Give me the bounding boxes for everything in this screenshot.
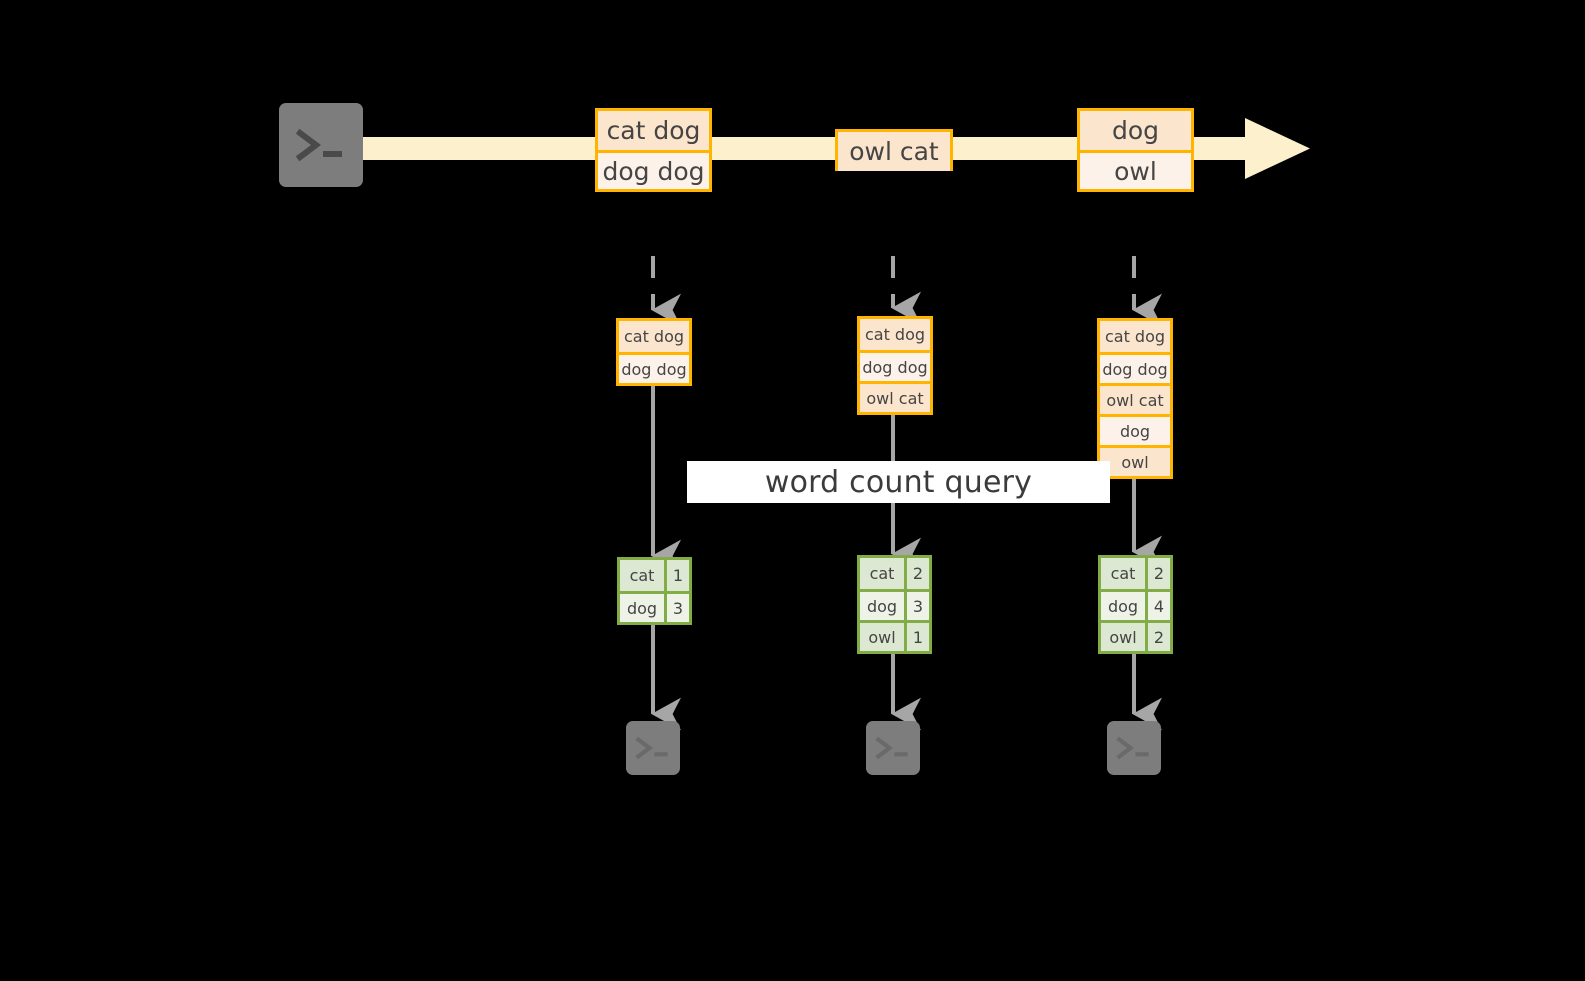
event-line: dog [1080, 111, 1191, 150]
count-cell: 1 [904, 623, 929, 651]
terminal-prompt-icon [635, 736, 668, 760]
word-count-query-banner: word count query [687, 461, 1110, 503]
word-cell: cat [1101, 558, 1145, 589]
source-terminal[interactable] [272, 96, 370, 194]
accumulated-line: cat dog [1100, 321, 1170, 352]
sink-terminal-t1[interactable] [619, 714, 687, 782]
count-table-t2[interactable]: cat 2 dog 3 owl 1 [857, 555, 932, 654]
count-cell: 2 [1145, 623, 1170, 651]
banner-label: word count query [764, 464, 1033, 500]
table-row: dog 3 [620, 591, 689, 622]
terminal-screen [866, 721, 920, 775]
accumulated-line: owl cat [1100, 383, 1170, 414]
accumulated-line: owl cat [860, 381, 930, 412]
sink-terminal-t3[interactable] [1100, 714, 1168, 782]
count-cell: 2 [1145, 558, 1170, 589]
count-cell: 3 [904, 592, 929, 620]
word-cell: cat [620, 560, 664, 591]
word-cell: dog [620, 594, 664, 622]
terminal-screen [1107, 721, 1161, 775]
terminal-prompt-icon [875, 736, 908, 760]
table-row: owl 2 [1101, 620, 1170, 651]
event-line: cat dog [598, 111, 709, 150]
word-cell: dog [860, 592, 904, 620]
accumulated-events-t2[interactable]: cat dog dog dog owl cat [857, 316, 933, 415]
stream-event-1[interactable]: cat dog dog dog [595, 108, 712, 192]
count-cell: 3 [664, 594, 689, 622]
count-table-t3[interactable]: cat 2 dog 4 owl 2 [1098, 555, 1173, 654]
count-cell: 1 [664, 560, 689, 591]
accumulated-line: dog dog [619, 352, 689, 383]
accumulated-events-t3[interactable]: cat dog dog dog owl cat dog owl [1097, 318, 1173, 479]
accumulated-line: dog [1100, 414, 1170, 445]
stream-event-3[interactable]: dog owl [1077, 108, 1194, 192]
sink-terminal-t2[interactable] [859, 714, 927, 782]
accumulated-line: dog dog [860, 350, 930, 381]
count-cell: 4 [1145, 592, 1170, 620]
stream-event-2[interactable]: owl cat [835, 129, 953, 171]
event-line: dog dog [598, 150, 709, 189]
event-line: owl [1080, 150, 1191, 189]
accumulated-line: cat dog [619, 321, 689, 352]
accumulated-line: dog dog [1100, 352, 1170, 383]
table-row: cat 1 [620, 560, 689, 591]
terminal-screen [279, 103, 363, 187]
event-line: owl cat [838, 132, 950, 171]
terminal-prompt-icon [1116, 736, 1149, 760]
table-row: dog 4 [1101, 589, 1170, 620]
terminal-prompt-icon [295, 128, 342, 162]
word-cell: cat [860, 558, 904, 589]
word-cell: dog [1101, 592, 1145, 620]
table-row: dog 3 [860, 589, 929, 620]
table-row: cat 2 [1101, 558, 1170, 589]
count-table-t1[interactable]: cat 1 dog 3 [617, 557, 692, 625]
word-cell: owl [860, 623, 904, 651]
table-row: cat 2 [860, 558, 929, 589]
word-cell: owl [1101, 623, 1145, 651]
accumulated-line: cat dog [860, 319, 930, 350]
terminal-screen [626, 721, 680, 775]
accumulated-line: owl [1100, 445, 1170, 476]
count-cell: 2 [904, 558, 929, 589]
table-row: owl 1 [860, 620, 929, 651]
accumulated-events-t1[interactable]: cat dog dog dog [616, 318, 692, 386]
